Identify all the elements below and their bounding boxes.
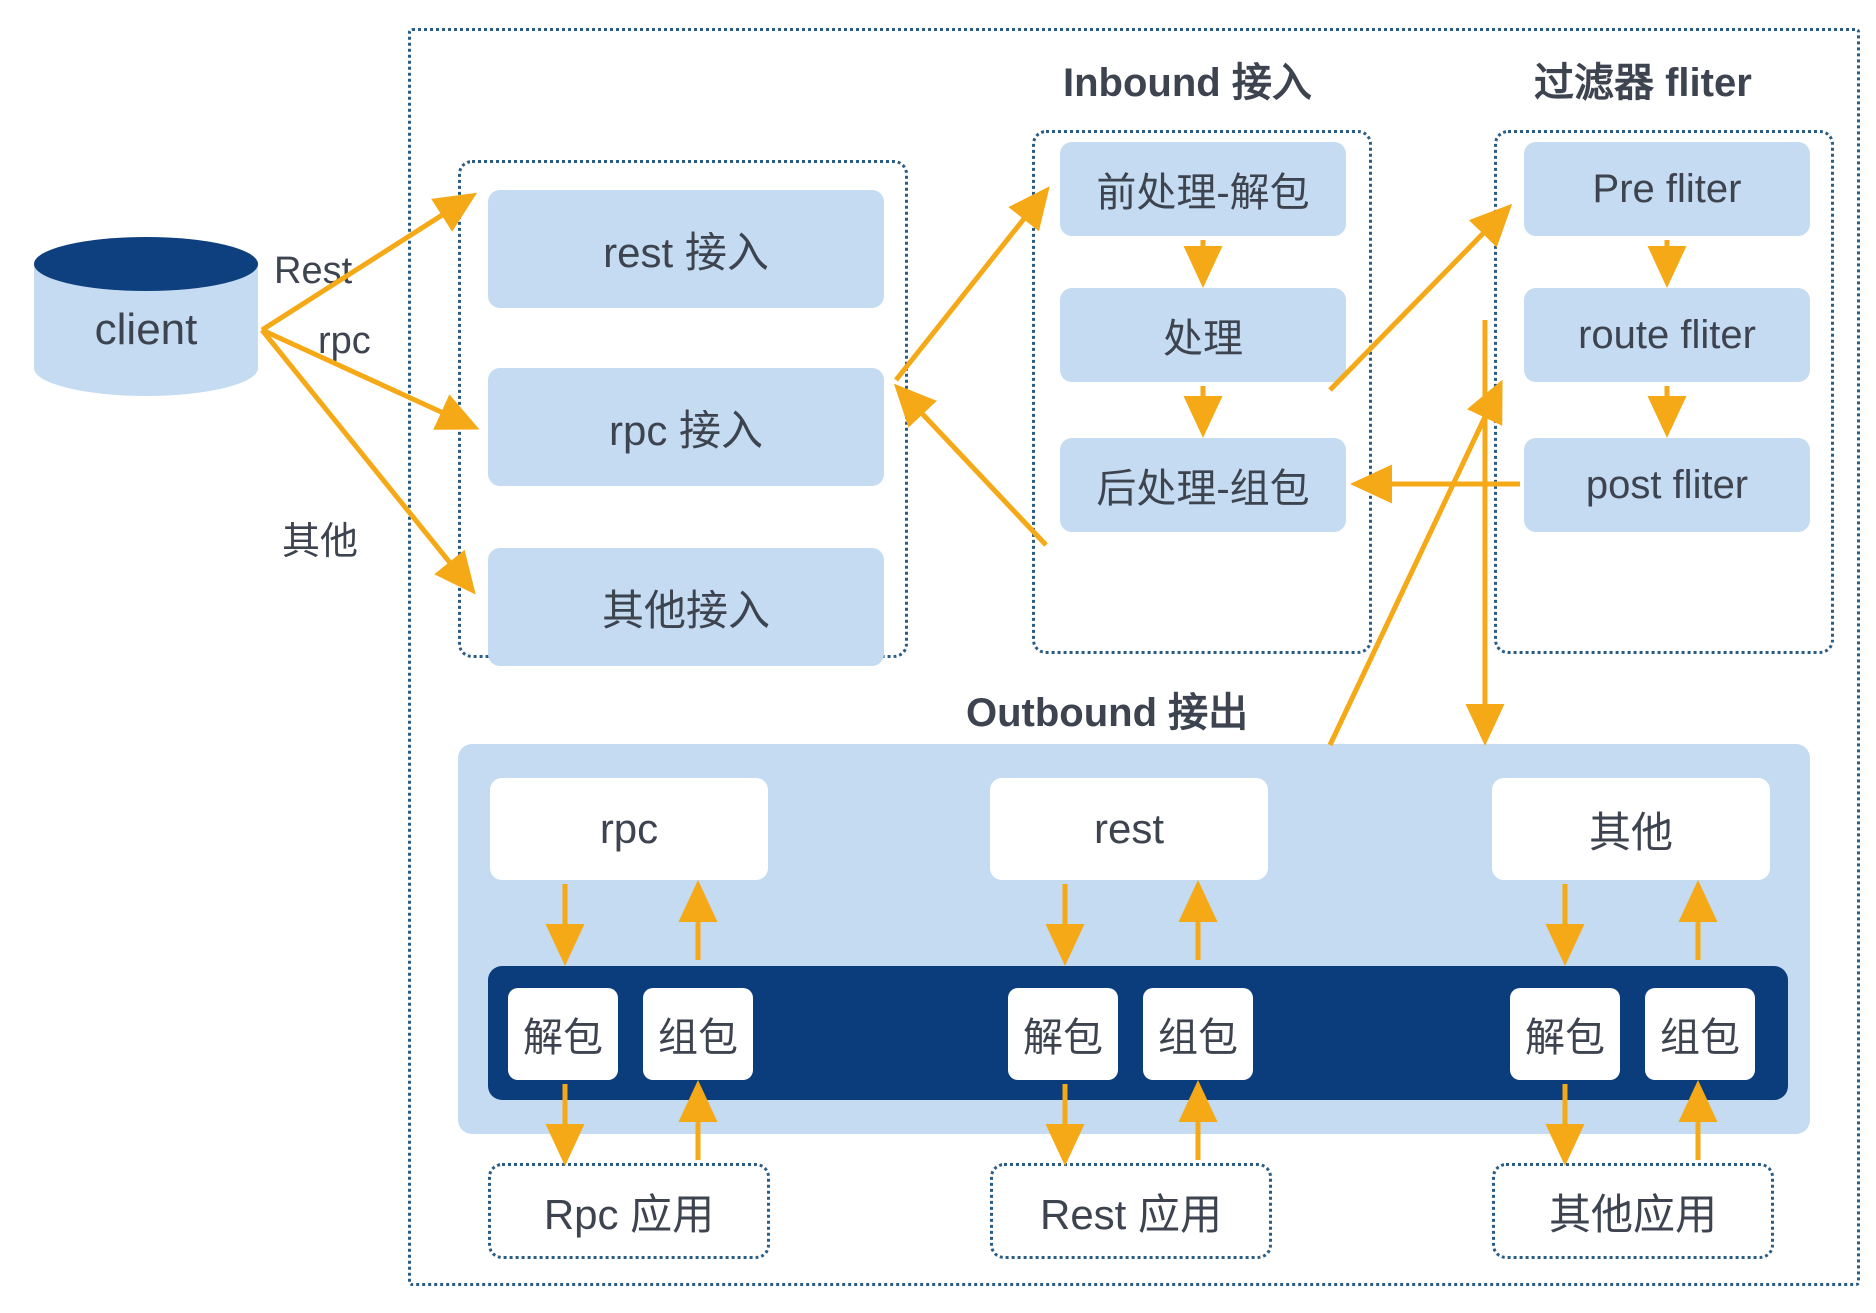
edge-label-other: 其他 — [282, 521, 359, 563]
codec-decode-rpc[interactable]: 解包 — [508, 988, 618, 1080]
access-box-other[interactable]: 其他接入 — [488, 548, 884, 666]
inbound-box-process[interactable]: 处理 — [1060, 288, 1346, 382]
inbound-group-title: Inbound 接入 — [1063, 61, 1312, 105]
outbound-proto-rest[interactable]: rest — [990, 778, 1268, 880]
inbound-box-postprocess[interactable]: 后处理-组包 — [1060, 438, 1346, 532]
access-box-rpc[interactable]: rpc 接入 — [488, 368, 884, 486]
outbound-proto-rpc[interactable]: rpc — [490, 778, 768, 880]
edge-label-rpc: rpc — [318, 320, 371, 362]
app-box-rest[interactable]: Rest 应用 — [990, 1163, 1272, 1259]
app-box-rpc[interactable]: Rpc 应用 — [488, 1163, 770, 1259]
access-box-rest[interactable]: rest 接入 — [488, 190, 884, 308]
filter-box-post[interactable]: post fliter — [1524, 438, 1810, 532]
codec-encode-rest[interactable]: 组包 — [1143, 988, 1253, 1080]
edge-label-rest: Rest — [274, 250, 353, 292]
client-cylinder — [32, 236, 260, 396]
outbound-group-title: Outbound 接出 — [966, 691, 1249, 735]
codec-decode-rest[interactable]: 解包 — [1008, 988, 1118, 1080]
filter-box-route[interactable]: route fliter — [1524, 288, 1810, 382]
codec-encode-other[interactable]: 组包 — [1645, 988, 1755, 1080]
codec-decode-other[interactable]: 解包 — [1510, 988, 1620, 1080]
system-boundary — [408, 28, 1860, 1286]
client-label: client — [94, 305, 198, 354]
inbound-box-preprocess[interactable]: 前处理-解包 — [1060, 142, 1346, 236]
filter-group-title: 过滤器 fliter — [1534, 61, 1752, 105]
app-box-other[interactable]: 其他应用 — [1492, 1163, 1774, 1259]
outbound-proto-other[interactable]: 其他 — [1492, 778, 1770, 880]
filter-box-pre[interactable]: Pre fliter — [1524, 142, 1810, 236]
codec-encode-rpc[interactable]: 组包 — [643, 988, 753, 1080]
